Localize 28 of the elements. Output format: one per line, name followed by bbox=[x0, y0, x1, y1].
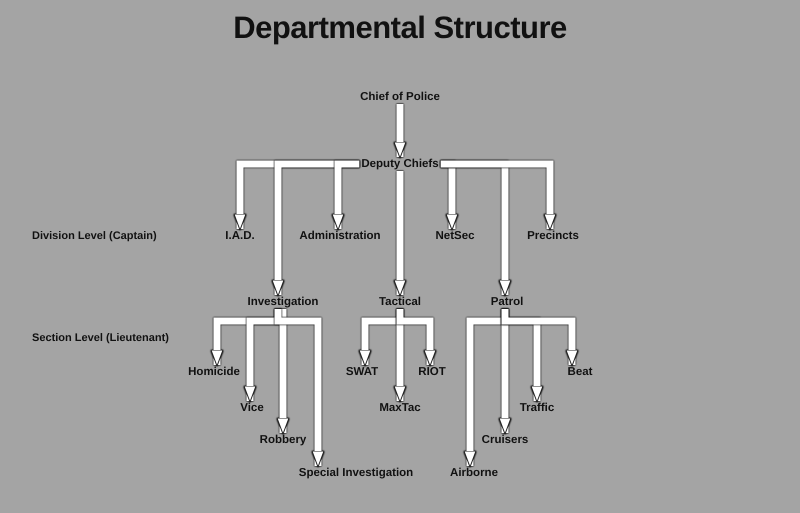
unit-label: Cruisers bbox=[480, 433, 530, 447]
arrow bbox=[276, 309, 290, 434]
unit-label: Deputy Chiefs bbox=[359, 157, 441, 171]
unit-label: Special Investigation bbox=[296, 466, 416, 480]
unit-label: Traffic bbox=[518, 401, 556, 415]
unit-label: Patrol bbox=[488, 295, 526, 309]
unit-label: Robbery bbox=[258, 433, 308, 447]
unit-label: MaxTac bbox=[377, 401, 423, 415]
unit-label: Investigation bbox=[246, 295, 320, 309]
level-label: Division Level (Captain) bbox=[32, 230, 157, 242]
level-label: Section Level (Lieutenant) bbox=[32, 332, 169, 344]
arrow bbox=[394, 104, 406, 158]
unit-label: Precincts bbox=[525, 229, 581, 243]
arrow bbox=[332, 160, 360, 230]
arrow bbox=[394, 171, 406, 296]
unit-label: Vice bbox=[238, 401, 266, 415]
unit-label: I.A.D. bbox=[223, 229, 257, 243]
arrow bbox=[440, 160, 556, 230]
unit-label: Tactical bbox=[377, 295, 423, 309]
unit-label: Homicide bbox=[186, 365, 242, 379]
unit-label: NetSec bbox=[434, 229, 476, 243]
unit-label: Chief of Police bbox=[358, 90, 442, 104]
unit-label: RIOT bbox=[416, 365, 448, 379]
unit-label: Administration bbox=[297, 229, 383, 243]
unit-label: Airborne bbox=[448, 466, 500, 480]
title: Departmental Structure bbox=[233, 10, 567, 46]
unit-label: SWAT bbox=[344, 365, 380, 379]
unit-label: Beat bbox=[566, 365, 594, 379]
